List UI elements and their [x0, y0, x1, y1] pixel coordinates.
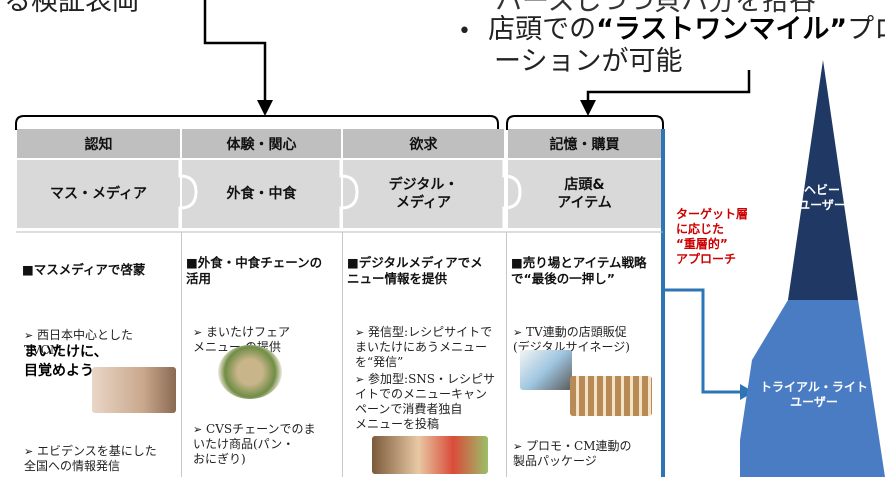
pyramid-top-label: ヘビー ユーザー: [798, 183, 846, 212]
signage-image: [520, 350, 572, 390]
col4-heading: ■売り場とアイテム戦略 で“最後の一押し”: [511, 255, 647, 286]
bullet-dot: •: [458, 19, 471, 44]
col2-heading: ■外食・中食チェーンの 活用: [186, 255, 323, 286]
puzzle-digital-media: デジタル・ メディア: [343, 160, 504, 228]
col3-item-2: ➢ 参加型:SNS・レシピサ イトでのメニューキャン ペーンで消費者独自 メニュ…: [355, 372, 496, 431]
top-left-fragment: る検証表岡: [4, 0, 139, 17]
arrow-bullet-icon: ➢: [513, 440, 523, 453]
header-awareness: 認知: [17, 129, 180, 158]
top-middle-fragment: ハースしつつ貝ハ分を拾谷: [495, 0, 817, 17]
bullet-line-2: ーションが可能: [494, 46, 683, 77]
col2-item-2: ➢ CVSチェーンでのま いたけ商品(パン・ おにぎり): [193, 422, 316, 466]
tvcm-image: [92, 367, 176, 413]
col1-heading: ■マスメディアで啓蒙: [22, 262, 146, 277]
pyramid-top: [788, 60, 858, 300]
package-image: [570, 376, 652, 416]
col4-item-1: ➢ TV連動の店頭販促 (デジタルサイネージ): [513, 325, 630, 354]
header-purchase: 記憶・購買: [508, 129, 661, 158]
arrow-bullet-icon: ➢: [193, 423, 203, 436]
puzzle-dining: 外食・中食: [182, 160, 341, 228]
arrow-bullet-icon: ➢: [24, 445, 34, 458]
col3-heading: ■デジタルメディアでメ ニュー情報を提供: [347, 255, 483, 286]
col1-slogan: まいたけに、 目覚めよう。: [24, 344, 108, 379]
header-experience: 体験・関心: [182, 129, 341, 158]
bullet-line-1: • 店頭での“ラストワンマイル”プロモ: [458, 14, 885, 48]
arrow-bullet-icon: ➢: [193, 326, 203, 339]
col4-item-2: ➢ プロモ・CM連動の 製品パッケージ: [513, 439, 632, 468]
col1-item-2: ➢ エビデンスを基にした 全国への情報発信: [24, 444, 157, 473]
arrow-bullet-icon: ➢: [355, 373, 365, 386]
approach-note: ターゲット層 に応じた “重層的” アプローチ: [676, 207, 749, 266]
column-divider-3: [506, 232, 507, 477]
col1-item-1: ➢ 西日本中心とした TVCM: [24, 328, 134, 357]
puzzle-mass-media: マス・メディア: [17, 160, 180, 228]
arrow-bullet-icon: ➢: [513, 326, 523, 339]
pyramid-bottom: [740, 300, 885, 477]
pyramid-bottom-label: トライアル・ライト ユーザー: [760, 380, 868, 409]
column-divider-1: [181, 232, 182, 477]
recipe-campaign-image: [372, 436, 488, 474]
bullet-prefix: 店頭での: [488, 14, 597, 45]
fair-menu-image: [218, 345, 282, 399]
arrow-bullet-icon: ➢: [355, 326, 365, 339]
bullet-suffix: プロモ: [847, 14, 885, 45]
puzzle-store-item: 店頭& アイテム: [508, 160, 661, 228]
column-divider-2: [342, 232, 343, 477]
arrow-bullet-icon: ➢: [24, 329, 34, 342]
bullet-bold: “ラストワンマイル”: [596, 14, 848, 45]
col3-item-1: ➢ 発信型:レシピサイトで まいたけにあうメニュー を“発信”: [355, 325, 493, 369]
header-desire: 欲求: [343, 129, 504, 158]
